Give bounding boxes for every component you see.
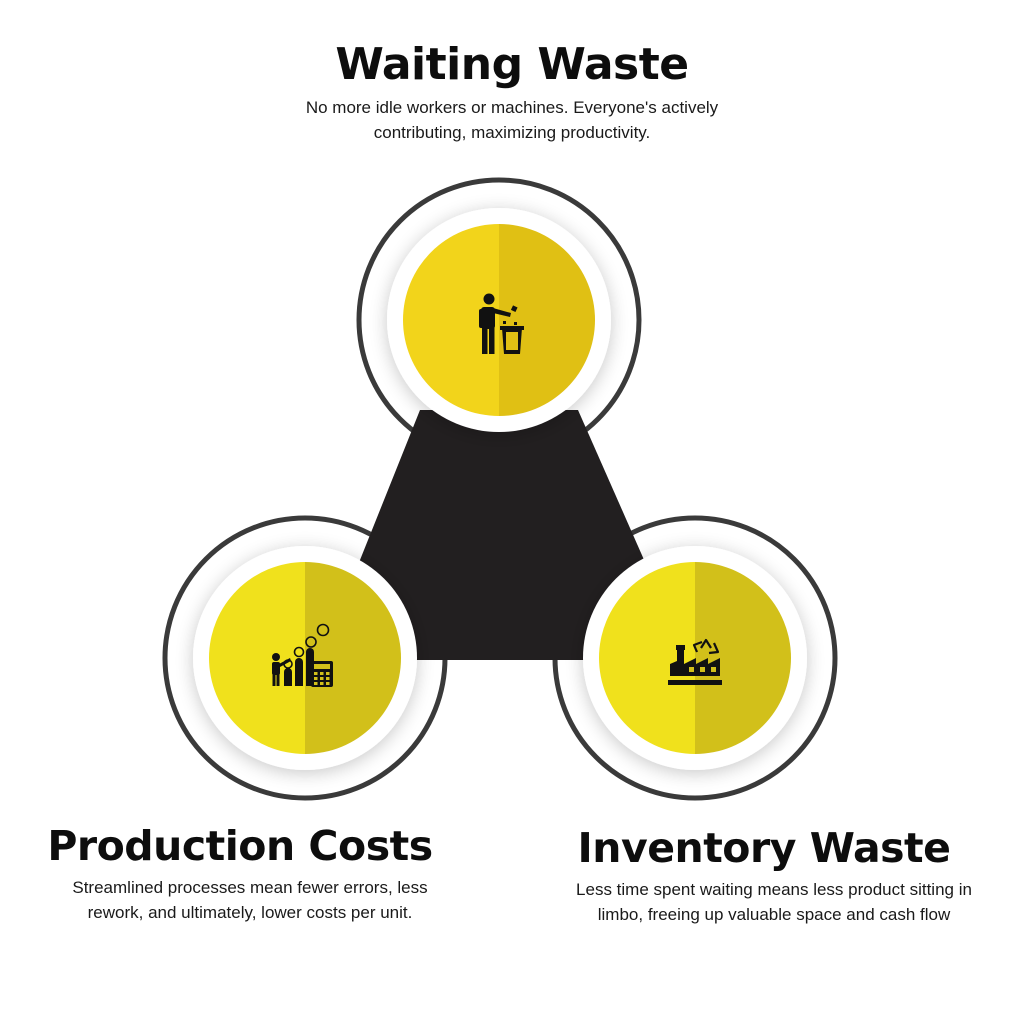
description-waiting-waste: No more idle workers or machines. Everyo…	[212, 95, 812, 145]
center-triangle	[358, 410, 645, 660]
person-throwing-trash-icon	[479, 293, 524, 354]
factory-recycle-icon	[668, 638, 722, 685]
description-line: Streamlined processes mean fewer errors,…	[72, 878, 428, 897]
description-production-costs: Streamlined processes mean fewer errors,…	[20, 875, 480, 925]
description-line: contributing, maximizing productivity.	[373, 123, 651, 142]
cost-growth-calculator-icon	[272, 623, 333, 687]
title-production-costs: Production Costs	[47, 822, 433, 870]
description-line: limbo, freeing up valuable space and cas…	[597, 905, 951, 924]
description-line: rework, and ultimately, lower costs per …	[87, 903, 413, 922]
description-line: Less time spent waiting means less produ…	[576, 880, 972, 899]
title-waiting-waste: Waiting Waste	[335, 39, 689, 90]
title-inventory-waste: Inventory Waste	[577, 824, 951, 872]
description-inventory-waste: Less time spent waiting means less produ…	[534, 877, 1014, 927]
description-line: No more idle workers or machines. Everyo…	[305, 98, 719, 117]
